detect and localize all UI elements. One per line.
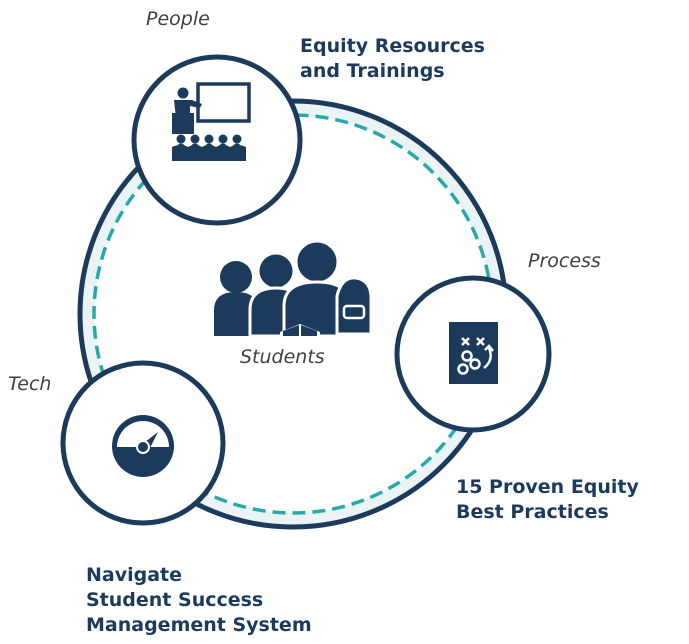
people-title-line-1: Equity Resources <box>300 35 485 57</box>
tech-category-label: Tech <box>8 373 52 395</box>
classroom-presentation-icon <box>172 82 251 161</box>
tech-title-line-2: Student Success <box>86 589 264 611</box>
playbook-strategy-icon <box>449 322 498 384</box>
people-node <box>131 54 303 226</box>
tech-title: Navigate Student Success Management Syst… <box>86 563 312 638</box>
process-title-line-1: 15 Proven Equity <box>456 476 639 498</box>
people-title-line-2: and Trainings <box>300 60 445 82</box>
process-title-line-2: Best Practices <box>456 501 609 523</box>
students-icon <box>214 239 373 338</box>
people-category-label: People <box>146 8 210 30</box>
center-label: Students <box>240 346 325 368</box>
dashboard-gauge-icon <box>112 415 174 477</box>
process-title: 15 Proven Equity Best Practices <box>456 475 639 525</box>
process-node <box>394 275 552 433</box>
process-category-label: Process <box>528 250 601 272</box>
tech-title-line-1: Navigate <box>86 564 183 586</box>
tech-node <box>60 360 226 526</box>
people-title: Equity Resources and Trainings <box>300 34 485 84</box>
tech-title-line-3: Management System <box>86 614 312 636</box>
